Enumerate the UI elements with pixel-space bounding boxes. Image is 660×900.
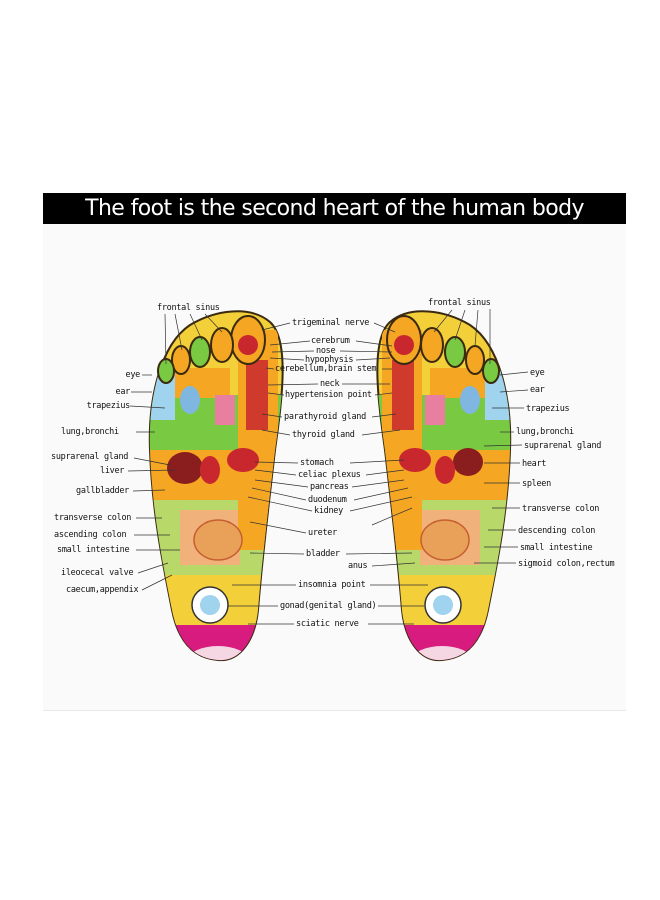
label-sciatic-nerve: sciatic nerve: [296, 619, 359, 629]
label-thyroid-gland: thyroid gland: [292, 430, 355, 440]
label-right-small-intestine: small intestine: [520, 543, 593, 553]
leader-lines: [127, 309, 529, 625]
page-title: The foot is the second heart of the huma…: [85, 196, 584, 221]
label-right-lung-bronchi: lung,bronchi: [516, 427, 574, 437]
label-right-descending-colon: descending colon: [518, 526, 596, 536]
label-left-lung-bronchi: lung,bronchi: [61, 427, 119, 437]
label-right-ear: ear: [530, 385, 545, 395]
label-left-trapezius: trapezius: [86, 401, 131, 411]
label-right-frontal-sinus: frontal sinus: [428, 298, 491, 308]
label-left-caecum-appendix: caecum,appendix: [66, 585, 139, 595]
diagram-panel: [43, 224, 626, 711]
label-bladder: bladder: [306, 549, 340, 559]
label-parathyroid-gland: parathyroid gland: [284, 412, 366, 422]
label-hypertension-point: hypertension point: [285, 390, 372, 400]
right-intestine-icon: [420, 519, 470, 561]
label-ureter: ureter: [308, 528, 337, 538]
label-right-sigmoid-colon-rectum: sigmoid colon,rectum: [518, 559, 615, 569]
label-insomnia-point: insomnia point: [298, 580, 366, 590]
label-nose: nose: [316, 346, 336, 356]
left-stomach-icon: [227, 448, 259, 472]
label-left-transverse-colon: transverse colon: [54, 513, 132, 523]
label-duodenum: duodenum: [308, 495, 347, 505]
label-left-small-intestine: small intestine: [57, 545, 130, 555]
label-left-gallbladder: gallbladder: [76, 486, 129, 496]
label-left-frontal-sinus: frontal sinus: [157, 303, 220, 313]
label-cerebrum: cerebrum: [311, 336, 350, 346]
label-right-transverse-colon: transverse colon: [522, 504, 600, 514]
page-title-banner: The foot is the second heart of the huma…: [43, 193, 626, 224]
label-right-spleen: spleen: [522, 479, 551, 489]
label-celiac-plexus: celiac plexus: [298, 470, 361, 480]
label-left-eye: eye: [125, 370, 141, 380]
label-right-suprarenal-gland: suprarenal gland: [524, 441, 602, 451]
right-foot: [376, 310, 512, 662]
label-kidney: kidney: [314, 506, 343, 516]
label-right-trapezius: trapezius: [526, 404, 570, 414]
label-anus: anus: [348, 561, 368, 571]
label-right-eye: eye: [530, 368, 545, 378]
right-heart-icon: [453, 448, 483, 476]
label-neck: neck: [320, 379, 340, 389]
left-intestine-icon: [193, 519, 243, 561]
label-left-suprarenal-gland: suprarenal gland: [51, 452, 129, 462]
label-trigeminal-nerve: trigeminal nerve: [292, 318, 370, 328]
label-left-liver: liver: [100, 466, 125, 476]
label-pancreas: pancreas: [310, 482, 349, 492]
label-left-ear: ear: [115, 387, 131, 397]
label-right-heart: heart: [522, 459, 547, 469]
label-stomach: stomach: [300, 458, 334, 468]
left-liver-icon: [167, 452, 203, 484]
label-left-ileocecal-valve: ileocecal valve: [61, 568, 134, 578]
right-stomach-icon: [399, 448, 431, 472]
left-foot: [148, 310, 284, 662]
label-gonad: gonad(genital gland): [280, 601, 377, 611]
label-cerebellum-brain-stem: cerebellum,brain stem: [275, 364, 377, 374]
label-hypophysis: hypophysis: [305, 355, 354, 365]
label-left-ascending-colon: ascending colon: [54, 530, 127, 540]
